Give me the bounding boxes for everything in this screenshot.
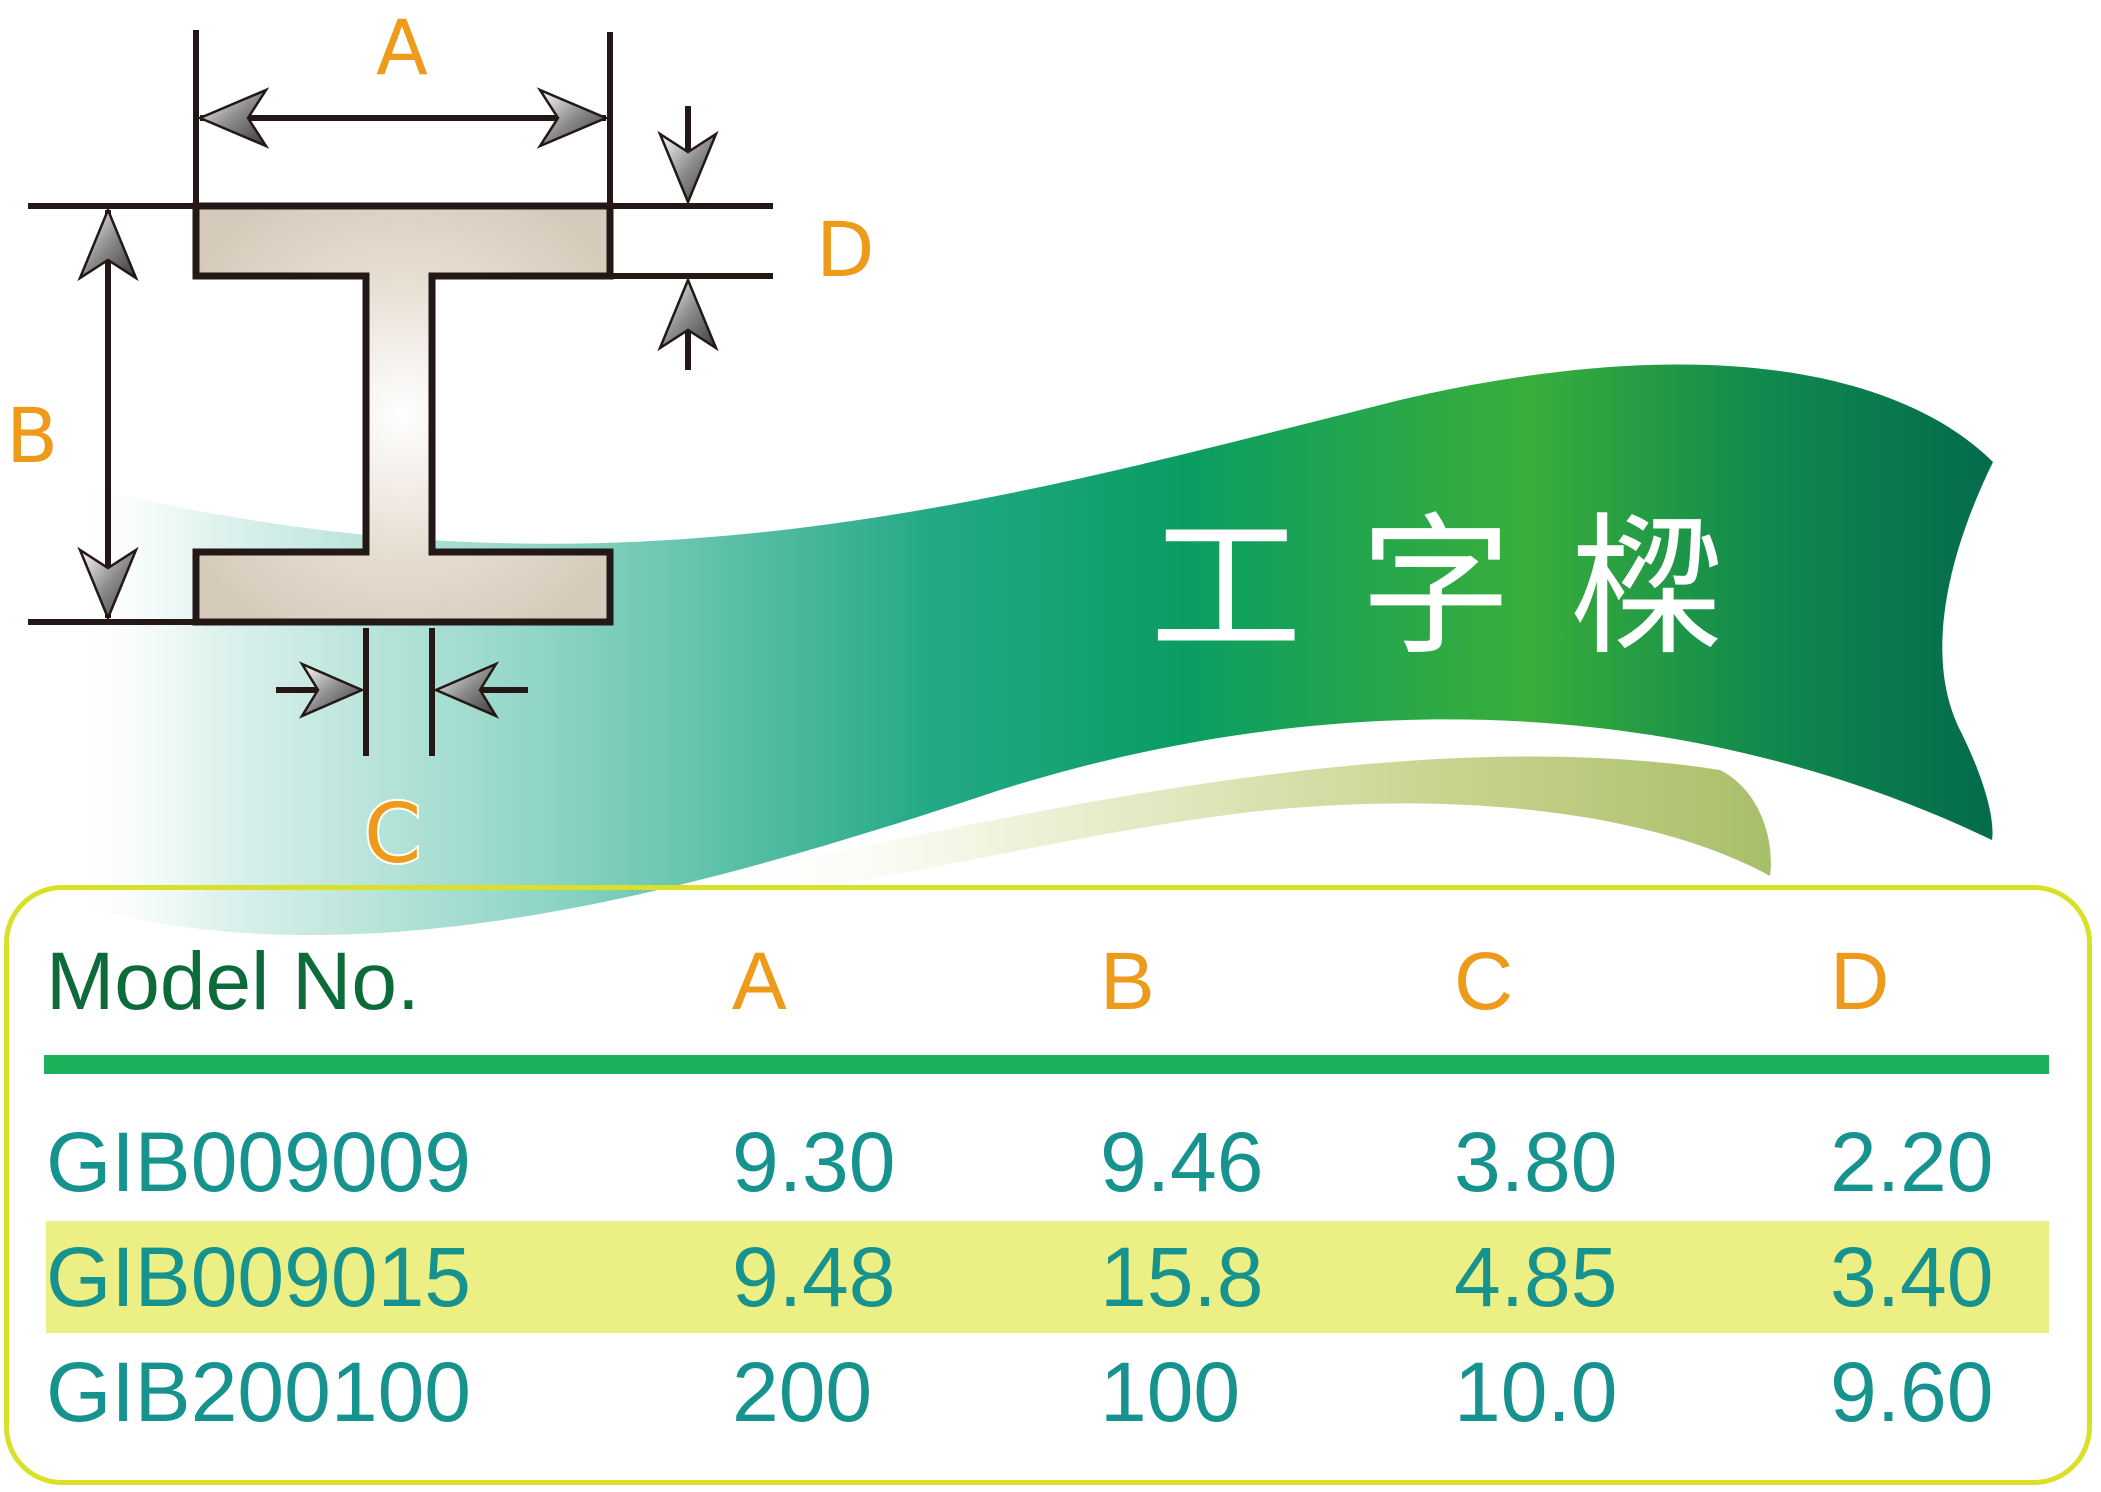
table-row: GIB009009 9.30 9.46 3.80 2.20 bbox=[46, 1106, 2049, 1218]
cell-a: 9.30 bbox=[732, 1115, 896, 1209]
ribbon-underside bbox=[700, 756, 1771, 900]
cell-c: 4.85 bbox=[1454, 1230, 1618, 1324]
table-row: GIB200100 200 100 10.0 9.60 bbox=[46, 1336, 2049, 1448]
dimension-label-d: D bbox=[816, 205, 875, 294]
cell-b: 9.46 bbox=[1100, 1115, 1264, 1209]
cell-d: 3.40 bbox=[1830, 1230, 1994, 1324]
header-model-no: Model No. bbox=[46, 936, 420, 1027]
header-b: B bbox=[1100, 936, 1155, 1027]
cell-model: GIB009015 bbox=[46, 1230, 472, 1324]
arrowhead-icon bbox=[77, 206, 139, 282]
cell-c: 3.80 bbox=[1454, 1115, 1618, 1209]
cell-b: 15.8 bbox=[1100, 1230, 1264, 1324]
dimension-label-c: C bbox=[364, 787, 421, 882]
header-d: D bbox=[1830, 936, 1890, 1027]
cell-d: 9.60 bbox=[1830, 1345, 1994, 1439]
dimension-label-b: B bbox=[6, 391, 58, 480]
header-c: C bbox=[1454, 936, 1514, 1027]
table-header-row: Model No. A B C D bbox=[46, 926, 2049, 1038]
spec-table-panel bbox=[4, 885, 2092, 1485]
i-beam-section bbox=[192, 202, 614, 626]
arrowhead-icon bbox=[196, 87, 270, 149]
arrowhead-icons bbox=[77, 87, 719, 719]
cell-a: 200 bbox=[732, 1345, 873, 1439]
arrowhead-icon bbox=[298, 661, 366, 719]
ribbon-title: 工字樑 bbox=[1150, 499, 1780, 676]
cell-d: 2.20 bbox=[1830, 1115, 1994, 1209]
header-a: A bbox=[732, 936, 787, 1027]
header-divider bbox=[44, 1055, 2049, 1074]
cell-a: 9.48 bbox=[732, 1230, 896, 1324]
dimension-label-a: A bbox=[376, 3, 428, 92]
cell-model: GIB009009 bbox=[46, 1115, 472, 1209]
table-row-highlighted: GIB009015 9.48 15.8 4.85 3.40 bbox=[46, 1221, 2049, 1333]
ribbon-banner bbox=[60, 364, 1993, 936]
arrowhead-icon bbox=[657, 276, 719, 352]
arrowhead-icon bbox=[432, 661, 500, 719]
cell-c: 10.0 bbox=[1454, 1345, 1618, 1439]
cell-model: GIB200100 bbox=[46, 1345, 472, 1439]
arrowhead-icon bbox=[657, 130, 719, 206]
cell-b: 100 bbox=[1100, 1345, 1241, 1439]
arrowhead-icon bbox=[77, 546, 139, 622]
arrowhead-icon bbox=[536, 87, 610, 149]
dimension-lines bbox=[28, 30, 773, 756]
